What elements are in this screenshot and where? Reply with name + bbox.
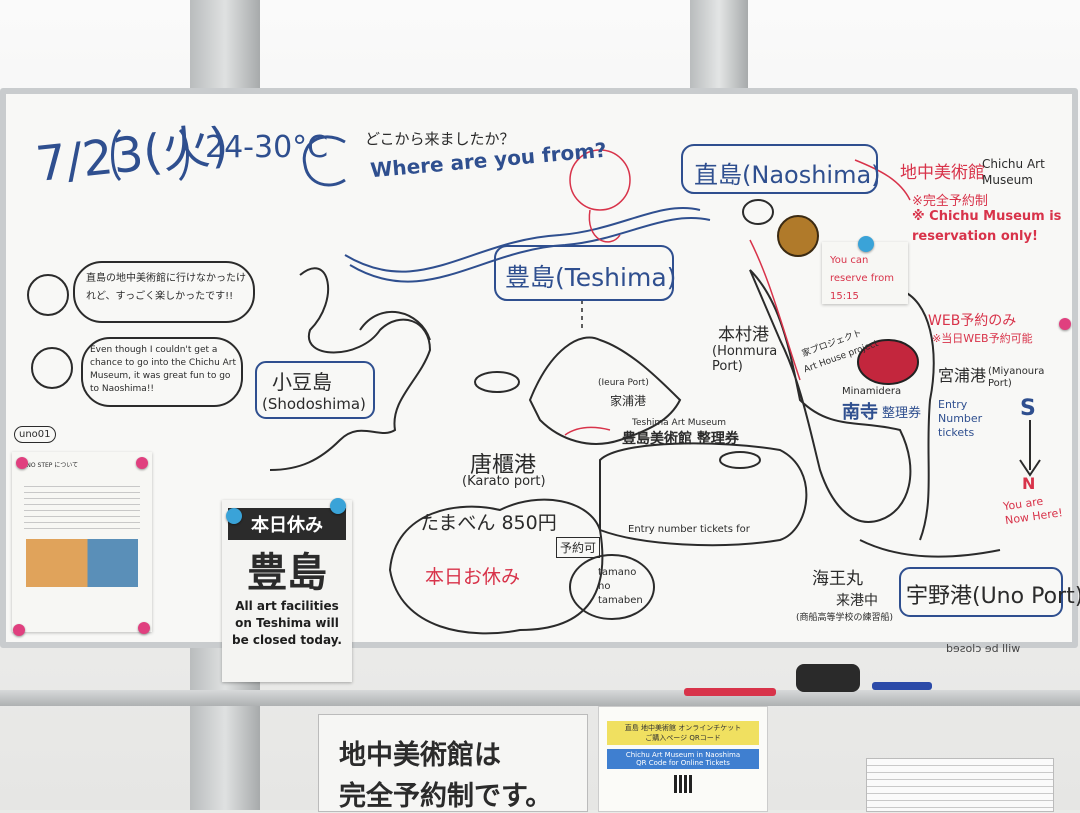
- reservation-sign: 地中美術館は 完全予約制です。: [318, 714, 588, 812]
- teshima-entry: Entry number tickets for: [628, 524, 750, 535]
- label-ieura-jp: 家浦港: [610, 394, 647, 408]
- compass-s: S: [1020, 396, 1036, 421]
- magnet: [226, 508, 242, 524]
- notice-big: 豊島: [247, 549, 327, 596]
- label-karato-jp: 唐櫃港: [470, 453, 537, 478]
- qr-card-jp1: 直島 地中美術館 オンラインチケット: [624, 724, 742, 732]
- qr-code: [674, 775, 692, 793]
- label-shodoshima-en: (Shodoshima): [262, 395, 366, 413]
- qr-card-en2: QR Code for Online Tickets: [636, 759, 730, 767]
- marker-tray: [0, 690, 1080, 706]
- eraser: [796, 664, 860, 692]
- tamaben-name: tamano no tamaben: [598, 567, 643, 606]
- teshima-museum-en: Teshima Art Museum: [632, 418, 726, 428]
- signature: uno01: [14, 426, 56, 443]
- flyer-title: UNO STEP について: [22, 462, 79, 469]
- label-ieura-en: (Ieura Port): [598, 378, 649, 388]
- qr-card-jp2: ご購入ページ QRコード: [645, 734, 721, 742]
- label-honmura-jp: 本村港: [718, 325, 769, 345]
- ship-name: 海王丸: [812, 569, 863, 589]
- magnet: [138, 622, 150, 634]
- sign-line-1: 地中美術館は: [339, 740, 501, 771]
- chichu-note-jp: ※完全予約制: [912, 194, 988, 209]
- flyer-image: [26, 539, 138, 587]
- label-naoshima: 直島(Naoshima): [694, 161, 881, 189]
- comment-jp: 直島の地中美術館に行けなかったけれど、すっごく楽しかったです!!: [86, 273, 246, 302]
- label-miyanoura-jp: 宮浦港: [938, 366, 987, 385]
- label-shodoshima-jp: 小豆島: [272, 370, 332, 394]
- notice-heading: 本日休み: [228, 508, 346, 540]
- chichu-title-en: Chichu Art Museum: [982, 157, 1045, 187]
- sign-line-2: 完全予約制です。: [339, 781, 553, 812]
- label-uno-port: 宇野港(Uno Port): [906, 584, 1080, 609]
- qr-card-en1: Chichu Art Museum in Naoshima: [625, 751, 741, 759]
- ship-note: (商船高等学校の練習船): [796, 613, 894, 623]
- chichu-web-jp: WEB予約のみ: [928, 313, 1017, 329]
- magnet: [16, 457, 28, 469]
- label-miyanoura-en: (Miyanoura Port): [988, 366, 1045, 389]
- qr-ticket-card: 直島 地中美術館 オンラインチケット ご購入ページ QRコード Chichu A…: [598, 706, 768, 812]
- qr-card-jp-band: 直島 地中美術館 オンラインチケット ご購入ページ QRコード: [607, 721, 759, 745]
- tamaben-closed: 本日お休み: [425, 566, 521, 588]
- notice-body: All art facilities on Teshima will be cl…: [231, 599, 342, 647]
- temperature-text: 24-30°C: [205, 130, 329, 165]
- magnet: [13, 624, 25, 636]
- comment-en: Even though I couldn't get a chance to g…: [90, 345, 237, 394]
- teshima-museum-jp: 豊島美術館 整理券: [622, 431, 739, 447]
- blue-marker: [872, 682, 932, 690]
- label-minamidera-ticket: 整理券: [882, 406, 922, 421]
- chichu-title-jp: 地中美術館: [900, 163, 985, 183]
- sticky-note: You can reserve from 15:15: [822, 242, 908, 304]
- label-entry-tickets: Entry Number tickets: [938, 398, 983, 439]
- magnet: [1059, 318, 1071, 330]
- label-minamidera-en: Minamidera: [842, 386, 902, 397]
- magnet: [858, 236, 874, 252]
- label-minamidera-jp: 南寺: [842, 402, 878, 423]
- question-jp: どこから来ましたか？: [365, 130, 515, 148]
- label-teshima: 豊島(Teshima): [505, 263, 677, 292]
- ship-status: 来港中: [836, 593, 878, 609]
- tamaben-reserve: 予約可: [556, 537, 601, 558]
- tamaben-price: たまべん 850円: [420, 512, 557, 534]
- magnet: [136, 457, 148, 469]
- red-marker: [684, 688, 776, 696]
- compass-n: N: [1022, 474, 1036, 493]
- label-honmura-en: (Honmura Port): [712, 344, 778, 374]
- qr-card-en-band: Chichu Art Museum in Naoshima QR Code fo…: [607, 749, 759, 769]
- magnet: [330, 498, 346, 514]
- label-karato-en: (Karato port): [462, 474, 546, 489]
- timetable-sheet: [866, 758, 1054, 812]
- chichu-web-note: ※当日WEB予約可能: [932, 332, 1033, 345]
- chichu-note-en: ※ Chichu Museum is reservation only!: [912, 209, 1062, 244]
- teshima-closed-notice: 本日休み 豊島 All art facilities on Teshima wi…: [222, 500, 352, 682]
- flyer-text-lines: [24, 481, 140, 531]
- uno-step-flyer: UNO STEP について: [12, 452, 152, 632]
- back-text: will be closed: [946, 642, 1021, 655]
